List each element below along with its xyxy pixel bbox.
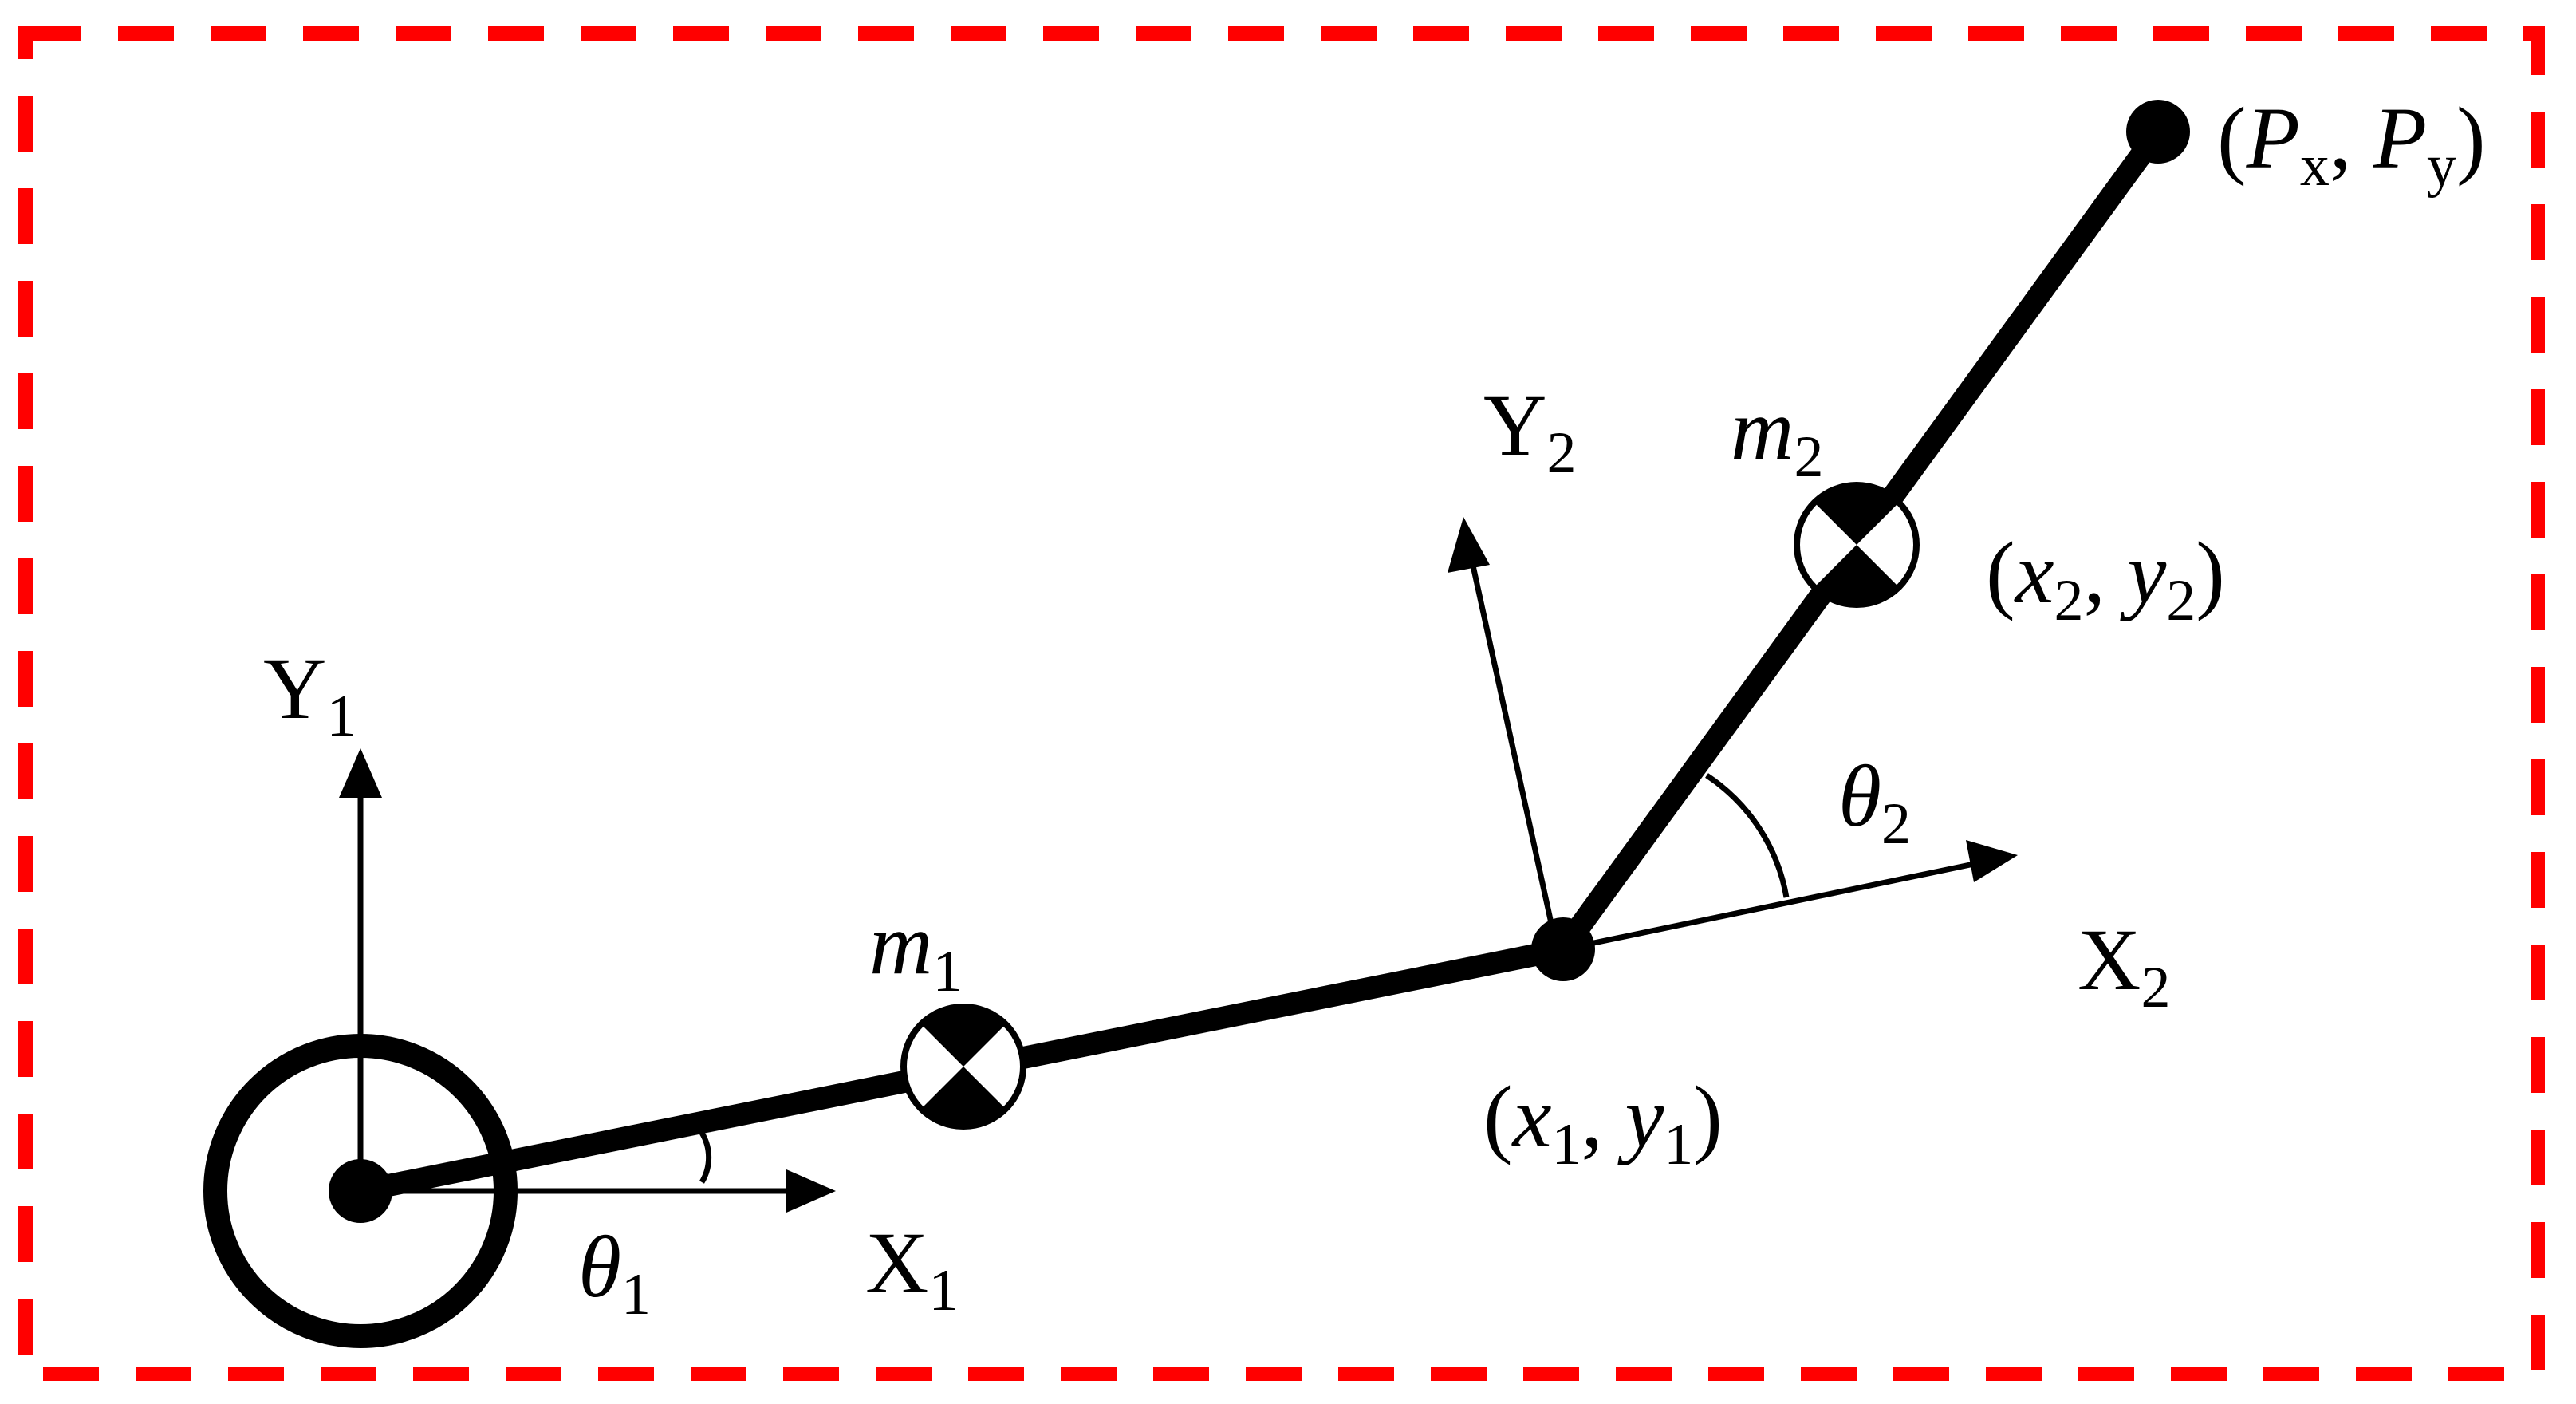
label-x2: X2 [2078,911,2170,1020]
label-theta2: θ2 [1838,747,1911,857]
y2-arrowhead [1448,517,1490,573]
label-joint1-coords: (x1, y1) [1483,1068,1723,1177]
joint-dot-icon [1531,917,1595,981]
theta2-arc [1705,773,1790,898]
label-m1: m1 [869,895,962,1004]
dashed-border [18,26,2545,1381]
label-m2: m2 [1731,381,1823,490]
y1-arrowhead [339,748,382,798]
center-of-mass-icon [1794,482,1920,608]
label-theta1: θ1 [578,1218,651,1327]
x2-arrowhead [1966,840,2018,882]
label-y1: Y1 [263,640,356,749]
end-effector-dot [2126,100,2190,164]
frame-1-axes [339,748,836,1213]
label-mass2-coords: (x2, y2) [1986,524,2225,633]
x1-arrowhead [786,1169,836,1213]
label-end-effector-coords: (Px, Py) [2217,89,2486,199]
y2-axis [1468,558,1558,942]
frame-2-axes [1448,517,2018,952]
label-x1: X1 [865,1214,958,1323]
x2-axis [1562,860,1979,952]
theta1-arc [699,1131,712,1184]
center-of-mass-icon [900,1004,1026,1130]
label-y2: Y2 [1483,377,1576,486]
